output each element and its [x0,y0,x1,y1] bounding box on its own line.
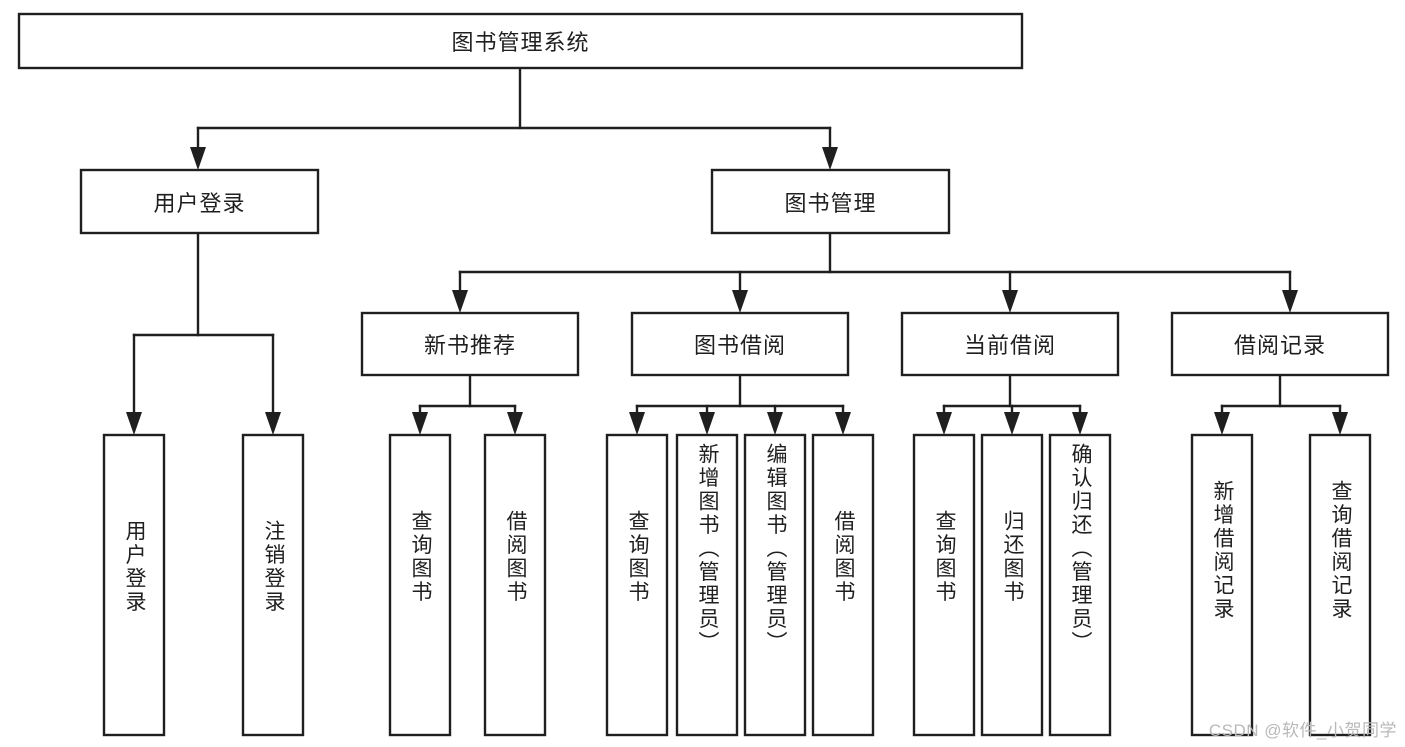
connector-group-new-book-recommend [412,373,523,435]
connector-group-current-borrow [936,373,1088,435]
arrow-head-leaf-borrow-book-1 [507,412,523,435]
arrow-head-leaf-logout-login [265,412,281,435]
node-user-login[interactable] [79,168,320,235]
arrow-head-book-manage [822,147,838,170]
node-new-book-recommend[interactable] [360,311,580,377]
node-borrow-record[interactable] [1170,311,1390,377]
node-leaf-confirm-return[interactable] [1048,433,1112,737]
arrow-head-borrow-record [1282,290,1298,313]
node-leaf-add-record[interactable] [1190,433,1254,737]
node-root[interactable] [17,12,1024,70]
arrow-head-book-borrow [732,290,748,313]
connector-group-book-borrow [629,373,851,435]
arrow-head-leaf-query-record [1332,412,1348,435]
arrow-head-leaf-query-book-2 [629,412,645,435]
connector-group-user-login [126,231,281,435]
node-leaf-query-book-3[interactable] [912,433,976,737]
arrow-head-leaf-add-book [699,412,715,435]
connector-group-root [190,66,838,170]
arrow-head-leaf-confirm-return [1072,412,1088,435]
arrow-head-user-login [190,147,206,170]
node-current-borrow[interactable] [900,311,1120,377]
node-leaf-query-book-1[interactable] [388,433,452,737]
node-leaf-borrow-book-1[interactable] [483,433,547,737]
arrow-head-leaf-user-login [126,412,142,435]
node-book-manage[interactable] [710,168,951,235]
arrow-head-leaf-borrow-book-2 [835,412,851,435]
node-leaf-query-book-2[interactable] [605,433,669,737]
node-leaf-query-record[interactable] [1308,433,1372,737]
arrow-head-leaf-edit-book [767,412,783,435]
arrow-head-leaf-query-book-1 [412,412,428,435]
node-leaf-borrow-book-2[interactable] [811,433,875,737]
arrow-head-current-borrow [1002,290,1018,313]
node-leaf-user-login[interactable] [102,433,166,737]
node-book-borrow[interactable] [630,311,850,377]
arrow-head-leaf-return-book [1004,412,1020,435]
node-leaf-add-book[interactable] [675,433,739,737]
node-leaf-return-book[interactable] [980,433,1044,737]
arrow-head-leaf-query-book-3 [936,412,952,435]
watermark-text: CSDN @软件_小贺同学 [1208,721,1397,740]
node-leaf-edit-book[interactable] [743,433,807,737]
connector-group-borrow-record [1214,373,1348,435]
node-leaf-logout-login[interactable] [241,433,305,737]
arrow-head-leaf-add-record [1214,412,1230,435]
connector-group-book-manage [452,231,1298,313]
arrow-head-new-book-recommend [452,290,468,313]
